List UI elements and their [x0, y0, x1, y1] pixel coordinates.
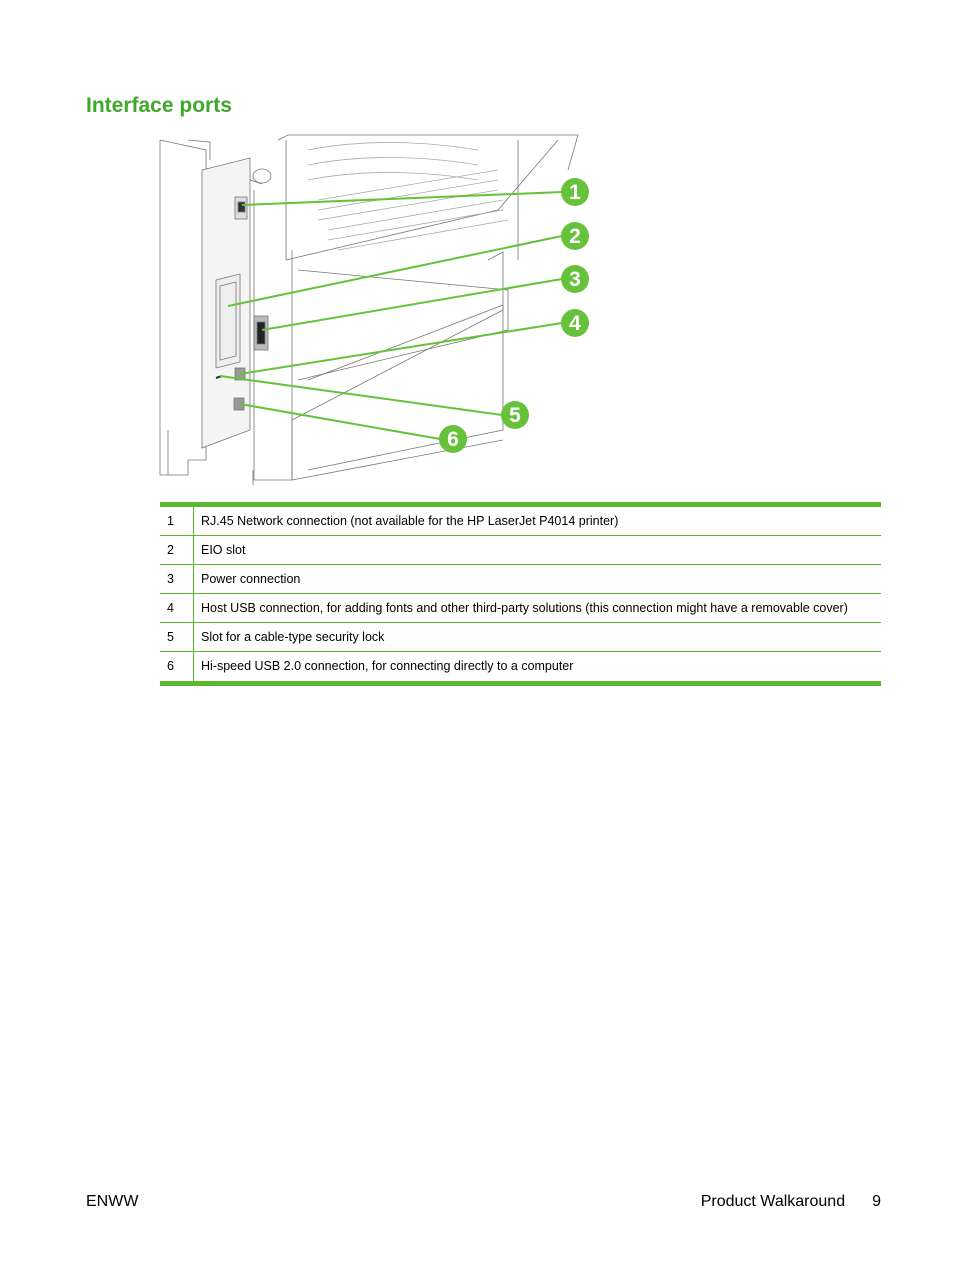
table-row: 6 Hi-speed USB 2.0 connection, for conne… — [160, 652, 881, 681]
printer-line-art — [159, 134, 579, 485]
table-row: 1 RJ.45 Network connection (not availabl… — [160, 507, 881, 536]
printer-rear-illustration: 1 2 3 4 5 6 — [158, 130, 598, 485]
callout-6-bubble — [439, 425, 467, 453]
callout-2-bubble — [561, 222, 589, 250]
footer-section-title: Product Walkaround — [700, 1193, 846, 1210]
footer-right: Product Walkaround 9 — [701, 1193, 881, 1211]
table-row: 2 EIO slot — [160, 536, 881, 565]
port-number: 4 — [160, 594, 194, 622]
callout-3-label: 3 — [569, 268, 581, 291]
port-number: 2 — [160, 536, 194, 564]
footer-doc-code: ENWW — [86, 1193, 139, 1210]
port-number: 3 — [160, 565, 194, 593]
callout-2-label: 2 — [569, 225, 581, 248]
table-row: 3 Power connection — [160, 565, 881, 594]
port-number: 1 — [160, 507, 194, 535]
footer-page-number: 9 — [872, 1193, 881, 1210]
port-description: Hi-speed USB 2.0 connection, for connect… — [201, 659, 574, 673]
callout-4-label: 4 — [569, 312, 581, 335]
callout-3-bubble — [561, 265, 589, 293]
section-heading: Interface ports — [86, 94, 232, 117]
callout-4-bubble — [561, 309, 589, 337]
callout-5-bubble — [501, 401, 529, 429]
port-description: EIO slot — [201, 543, 246, 557]
interface-ports-table: 1 RJ.45 Network connection (not availabl… — [160, 502, 881, 686]
port-number: 6 — [160, 652, 194, 681]
port-description: RJ.45 Network connection (not available … — [201, 514, 619, 528]
port-description: Host USB connection, for adding fonts an… — [201, 601, 848, 615]
port-number: 5 — [160, 623, 194, 651]
table-row: 4 Host USB connection, for adding fonts … — [160, 594, 881, 623]
port-description: Slot for a cable-type security lock — [201, 630, 385, 644]
callout-5-label: 5 — [509, 404, 521, 427]
callout-1-bubble — [561, 178, 589, 206]
callout-6-label: 6 — [447, 428, 459, 451]
port-description: Power connection — [201, 572, 301, 586]
table-row: 5 Slot for a cable-type security lock — [160, 623, 881, 652]
callout-1-label: 1 — [569, 181, 581, 204]
